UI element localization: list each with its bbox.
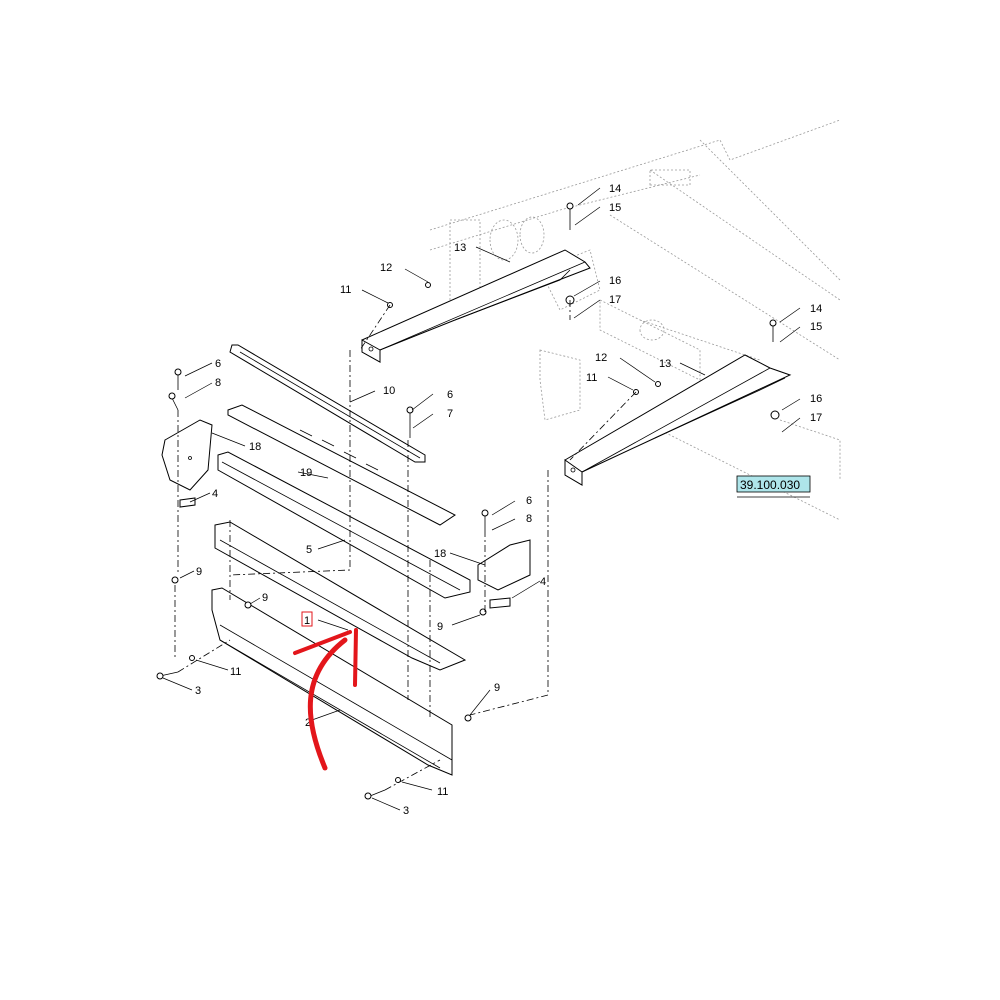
callout-2: 2 bbox=[305, 717, 311, 729]
callout-1: 1 bbox=[304, 615, 310, 627]
support-arm-lower bbox=[564, 354, 792, 486]
callout-8-right: 8 bbox=[526, 513, 532, 525]
callout-3-bottom: 3 bbox=[403, 805, 409, 817]
callout-6-right: 6 bbox=[526, 495, 532, 507]
callout-11-bottom: 11 bbox=[437, 786, 448, 798]
callout-5: 5 bbox=[306, 544, 312, 556]
callout-14-upper: 14 bbox=[609, 183, 621, 195]
callout-11-lower: 11 bbox=[586, 372, 597, 384]
reference-code-text: 39.100.030 bbox=[740, 478, 800, 492]
callout-14-lower: 14 bbox=[810, 303, 822, 315]
plate-5 bbox=[217, 451, 471, 599]
callout-9-mid: 9 bbox=[262, 592, 268, 604]
callout-9-bottom: 9 bbox=[494, 682, 500, 694]
callout-3-left: 3 bbox=[195, 685, 201, 697]
callout-8-left: 8 bbox=[215, 377, 221, 389]
callout-9-left: 9 bbox=[196, 566, 202, 578]
callout-13-upper: 13 bbox=[454, 242, 466, 254]
callout-15-upper: 15 bbox=[609, 202, 621, 214]
callout-18-right: 18 bbox=[434, 548, 446, 560]
callout-leaders bbox=[162, 187, 801, 811]
callout-15-lower: 15 bbox=[810, 321, 822, 333]
reference-code-badge[interactable]: 39.100.030 bbox=[736, 475, 811, 498]
callout-18-left: 18 bbox=[249, 441, 261, 453]
callout-labels: 12 11 13 14 15 16 17 12 11 13 14 15 16 1… bbox=[195, 183, 822, 817]
callout-4-left: 4 bbox=[212, 488, 218, 500]
callout-6-left: 6 bbox=[215, 358, 221, 370]
assembly-center-lines bbox=[174, 300, 637, 791]
side-plate-left bbox=[161, 419, 213, 491]
callout-7: 7 bbox=[447, 408, 453, 420]
callout-17-upper: 17 bbox=[609, 294, 621, 306]
callout-12-lower: 12 bbox=[595, 352, 607, 364]
callout-6-mid: 6 bbox=[447, 389, 453, 401]
support-arm-upper bbox=[361, 249, 591, 363]
strip-10 bbox=[229, 344, 426, 463]
callout-1-highlight-box bbox=[301, 611, 313, 627]
callout-4-right: 4 bbox=[540, 576, 546, 588]
reference-code-box bbox=[736, 475, 811, 493]
plate-19 bbox=[227, 404, 456, 526]
callout-13-lower: 13 bbox=[659, 358, 671, 370]
machine-frame-outline bbox=[429, 119, 841, 521]
callout-17-lower: 17 bbox=[810, 412, 822, 424]
callout-16-upper: 16 bbox=[609, 275, 621, 287]
callout-16-lower: 16 bbox=[810, 393, 822, 405]
side-plate-right bbox=[477, 539, 531, 591]
callout-19: 19 bbox=[300, 467, 312, 479]
blade-2 bbox=[211, 587, 453, 776]
fasteners bbox=[156, 202, 780, 800]
callout-10: 10 bbox=[383, 385, 395, 397]
callout-12-upper: 12 bbox=[380, 262, 392, 274]
callout-9-right: 9 bbox=[437, 621, 443, 633]
highlight-arrow bbox=[293, 628, 358, 771]
callout-11-upper: 11 bbox=[340, 284, 351, 296]
callout-11-left: 11 bbox=[230, 666, 241, 678]
